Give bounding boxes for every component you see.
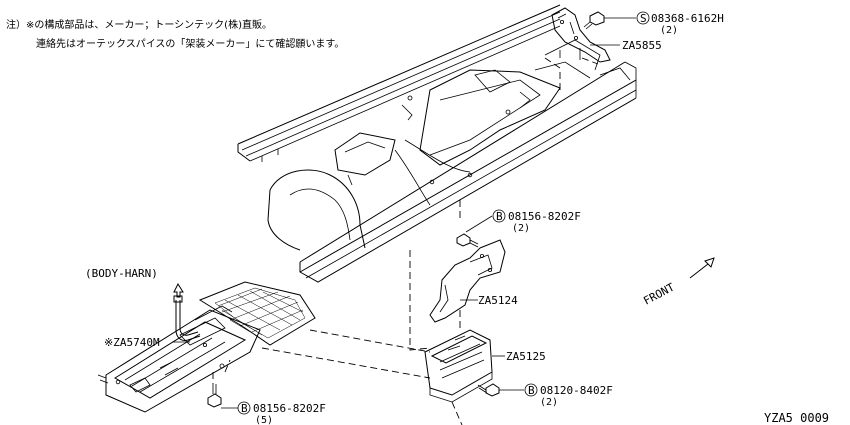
callout-mid-qty: (2) bbox=[512, 223, 530, 234]
chassis-frame bbox=[237, 4, 637, 283]
callout-za5855: ZA5855 bbox=[622, 39, 662, 52]
bolt-right-icon bbox=[477, 383, 500, 397]
callout-za5124: ZA5124 bbox=[478, 294, 518, 307]
body-harness bbox=[173, 295, 201, 341]
front-label: FRONT bbox=[641, 280, 677, 307]
s-circle-icon bbox=[636, 11, 650, 25]
step-za5125 bbox=[424, 329, 493, 403]
callout-bottom-qty: (5) bbox=[255, 415, 273, 425]
assembly-dashed-lines bbox=[212, 57, 599, 425]
callout-mid-prefix: B bbox=[496, 210, 503, 223]
callout-za5740m: ※ZA5740M bbox=[104, 336, 160, 349]
callout-top-prefix: S bbox=[640, 12, 647, 25]
b-circle-icon-bottom bbox=[237, 401, 251, 415]
bolt-mid-icon bbox=[456, 233, 479, 248]
note-line-2: 連絡先はオーテックスパイスの「架装メーカー」にて確認願います。 bbox=[36, 39, 345, 50]
callout-bottom-part: 08156-8202F bbox=[253, 402, 326, 415]
arrow-up-icon bbox=[173, 282, 184, 298]
bolt-top-icon bbox=[583, 11, 605, 30]
callout-za5125: ZA5125 bbox=[506, 350, 546, 363]
b-circle-icon-right bbox=[524, 383, 538, 397]
callout-body-harn: (BODY-HARN) bbox=[85, 267, 158, 280]
callout-bottom-prefix: B bbox=[241, 402, 248, 415]
callout-top-part: 08368-6162H bbox=[651, 12, 724, 25]
note-line-1: 注）※の構成部品は、メーカー；トーシンテック(株)直販。 bbox=[6, 20, 272, 31]
callout-mid-part: 08156-8202F bbox=[508, 210, 581, 223]
callout-right-part: 08120-8402F bbox=[540, 384, 613, 397]
diagram-code: YZA5 0009 bbox=[764, 411, 829, 425]
bolt-bottom-icon bbox=[207, 384, 222, 408]
callout-right-qty: (2) bbox=[540, 397, 558, 408]
bracket-za5124 bbox=[429, 239, 506, 323]
b-circle-icon-mid bbox=[492, 209, 506, 223]
bracket-za5855 bbox=[551, 7, 611, 63]
front-arrow-icon bbox=[689, 257, 715, 279]
callout-top-qty: (2) bbox=[660, 25, 678, 36]
callout-right-prefix: B bbox=[528, 384, 535, 397]
